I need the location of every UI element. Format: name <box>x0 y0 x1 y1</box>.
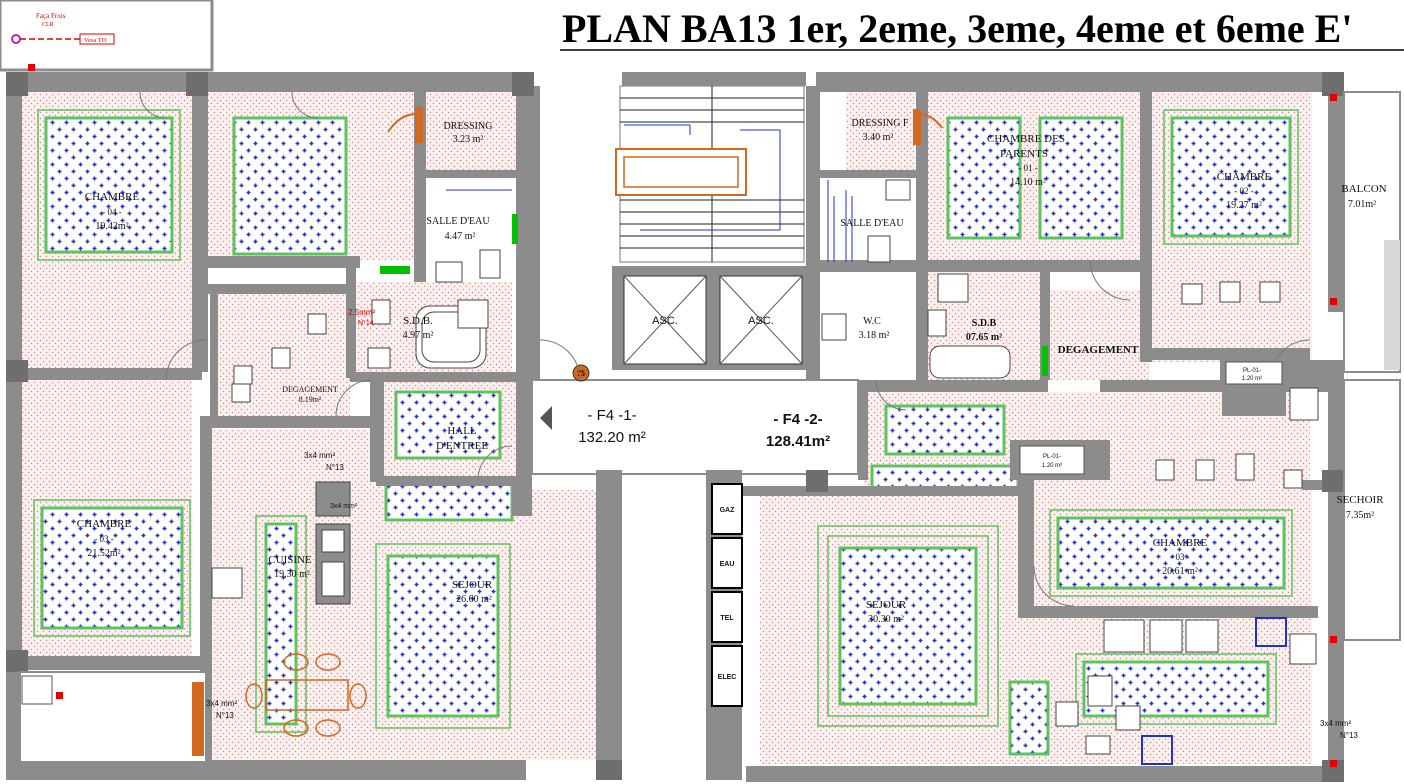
sejour-2-name: SEJOUR <box>866 599 907 611</box>
legend-tag-text: Vesa TD <box>84 37 107 44</box>
lift-2-label: ASC. <box>748 315 774 327</box>
stair-core: ASC. ASC. 75 <box>531 85 859 475</box>
salle-eau-2-name: SALLE D'EAU <box>840 218 904 229</box>
apt-1-name: - F4 -1- <box>587 407 636 424</box>
marker-text: 75 <box>577 369 585 378</box>
degagement-1-name: DEGAGEMENT <box>282 385 338 394</box>
cuisine-name: CUISINE <box>268 554 312 566</box>
flue-1-text: 3x4 mm² <box>304 451 335 460</box>
flue-3b-text: N°13 <box>216 711 234 720</box>
wardrobe-doors <box>387 107 943 145</box>
flue-2-text: 3x4 mm² <box>330 503 358 510</box>
wc-area: 3.18 m² <box>859 330 890 341</box>
apartment-labels: - F4 -1- 132.20 m² - F4 -2- 128.41m² <box>578 407 830 450</box>
gaine-eau-label: EAU <box>720 561 735 568</box>
apt-1-area: 132.20 m² <box>578 429 646 446</box>
dressing-1-name: DRESSING <box>444 121 493 132</box>
flue-4b-text: N°13 <box>1340 731 1358 740</box>
degagement-2-name: DEGAGEMENT <box>1058 344 1139 356</box>
chambre-04-num: - 04 - <box>102 207 122 217</box>
sejour-1-area: 26.60 m² <box>456 594 492 605</box>
sdb-2-area: 07.65 m² <box>966 332 1002 343</box>
sechoir-area: 7.35m² <box>1346 510 1374 521</box>
chambre-03b-area: 20.61 m² <box>1162 566 1198 577</box>
entry-arrow-icon <box>540 406 552 430</box>
legend: Faça Frois CLR Vesa TD <box>0 0 214 72</box>
wc-name: W.C <box>863 316 881 327</box>
plan-title: PLAN BA13 1er, 2eme, 3eme, 4eme et 6eme … <box>562 6 1352 51</box>
sdb-1-name: S.D.B. <box>403 315 433 327</box>
shower-lines <box>446 180 853 262</box>
stair-landing <box>615 148 747 196</box>
chambre-04-area: 19.42m² <box>95 221 128 232</box>
legend-sub-text: CLR <box>42 22 54 28</box>
gaine-shafts: GAZ EAU TEL ELEC <box>711 483 743 707</box>
dressing-f-area: 3.40 m² <box>863 132 894 143</box>
degagement-1-area: 8.19m² <box>299 395 322 404</box>
sejour-1-name: SEJOUR <box>452 579 493 591</box>
apt-2-area: 128.41m² <box>766 433 830 450</box>
chambre-04-name: CHAMBRE <box>85 191 140 203</box>
salle-eau-1-area: 4.47 m² <box>445 231 476 242</box>
chambre-03b-name: CHAMBRE <box>1153 537 1208 549</box>
room-labels: CHAMBRE - 04 - 19.42m² CHAMBRE - 03 - 21… <box>77 118 1387 625</box>
flue-4-text: 3x4 mm² <box>1320 719 1351 728</box>
balcon-area: 7.01m² <box>1348 199 1376 210</box>
legend-top-text: Faça Frois <box>36 12 66 20</box>
gaine-elec-label: ELEC <box>718 674 737 681</box>
flue-3-text: 3x4 mm² <box>206 699 237 708</box>
landing <box>531 379 859 475</box>
pl-1b-text: 1.20 m² <box>1242 376 1262 382</box>
dining-table <box>245 653 367 737</box>
marker-badge <box>572 364 590 382</box>
chambre-03-num: - 03 - <box>94 534 114 544</box>
green-markers <box>380 214 1048 376</box>
lift-1-label: ASC. <box>652 315 678 327</box>
notes: 3x4 mm² N°13 3x4 mm² 3x4 mm² N°13 3x4 mm… <box>206 308 1358 740</box>
blue-square-2 <box>1141 735 1173 765</box>
chambre-02-name: CHAMBRE <box>1217 171 1272 183</box>
balcon-name: BALCON <box>1341 183 1386 195</box>
flue-1b-text: N°13 <box>326 463 344 472</box>
sechoir-name: SECHOIR <box>1336 494 1384 506</box>
red-note-b-text: N°14 <box>358 319 374 327</box>
chambre-parents-num: - 01 - <box>1018 163 1038 173</box>
pillars <box>6 72 1344 782</box>
cuisine-area: 19.30 m² <box>274 569 310 580</box>
hall-name-2: D'ENTREE <box>436 440 488 452</box>
chambre-03-name: CHAMBRE <box>77 518 132 530</box>
chambre-02-area: 19.27 m² <box>1226 200 1262 211</box>
chambre-parents-area: 14.10 m² <box>1010 177 1046 188</box>
gaine-gaz-label: GAZ <box>720 507 736 514</box>
salle-eau-1-name: SALLE D'EAU <box>426 216 490 227</box>
fixtures <box>211 179 1319 755</box>
red-note-text: 2.5mm² <box>348 308 375 317</box>
carpets <box>33 109 1299 756</box>
door-frame <box>192 682 204 756</box>
chambre-parents-name-2: PARENTS <box>1000 148 1048 160</box>
hall-name-1: HALL <box>447 425 477 437</box>
blue-square-1 <box>1255 617 1287 647</box>
exterior-elements <box>19 91 1401 765</box>
red-markers <box>28 64 1337 767</box>
sdb-1-area: 4.97 m² <box>403 330 434 341</box>
sdb-2-name: S.D.B <box>972 318 997 329</box>
dressing-1-area: 3.23 m² <box>453 134 484 145</box>
chambre-03-area: 21.52m² <box>87 548 120 559</box>
pl-2-text: PL-01- <box>1043 454 1061 460</box>
pl-1-text: PL-01- <box>1243 368 1261 374</box>
gaine-tel-label: TEL <box>720 615 734 622</box>
chambre-03b-num: - 03 - <box>1170 552 1190 562</box>
legend-symbol-icon <box>11 34 21 44</box>
apt-2-name: - F4 -2- <box>773 411 822 428</box>
dressing-f-name: DRESSING F <box>852 118 909 129</box>
chambre-02-num: - 02 - <box>1234 186 1254 196</box>
bathtub-2 <box>929 345 1011 379</box>
pl-2b-text: 1.20 m² <box>1042 463 1062 469</box>
chambre-parents-name-1: CHAMBRE DES <box>987 133 1065 145</box>
sejour-2-area: 30.30 m² <box>868 614 904 625</box>
